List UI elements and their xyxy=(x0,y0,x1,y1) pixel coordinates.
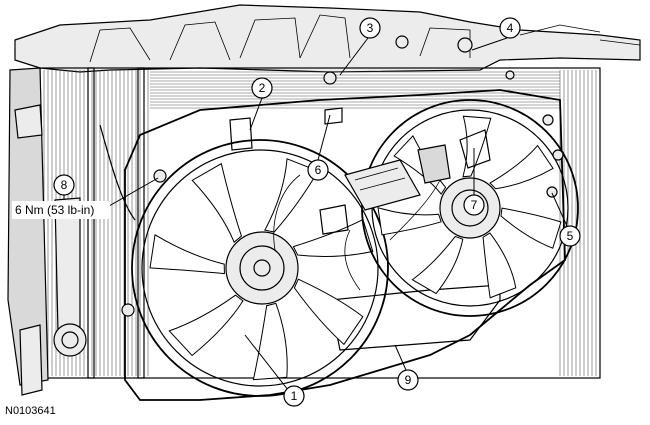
fan-blade xyxy=(482,232,517,299)
torque-spec-label: 6 Nm (53 lb-in) xyxy=(15,203,94,217)
svg-text:3: 3 xyxy=(367,21,374,35)
svg-text:7: 7 xyxy=(471,198,478,212)
figure-id-label: N0103641 xyxy=(5,405,56,417)
callout-9: 9 xyxy=(397,369,419,391)
fan-blade xyxy=(149,233,225,275)
fan-blade xyxy=(292,218,374,258)
callout-1: 1 xyxy=(283,385,305,407)
left-cooling-fan xyxy=(131,139,389,397)
fan-blade xyxy=(293,278,364,346)
upper-radiator-support xyxy=(14,4,641,73)
callout-8: 8 xyxy=(53,174,75,196)
svg-text:2: 2 xyxy=(259,81,266,95)
fan-blade xyxy=(252,302,288,381)
callout-3: 3 xyxy=(359,17,381,39)
fan-blade xyxy=(500,207,562,249)
fan-blade xyxy=(489,144,554,190)
svg-text:9: 9 xyxy=(405,373,412,387)
callout-7: 7 xyxy=(463,194,485,216)
svg-text:1: 1 xyxy=(291,389,298,403)
svg-text:8: 8 xyxy=(61,178,68,192)
fan-control-module xyxy=(99,107,491,291)
callout-5: 5 xyxy=(559,225,581,247)
leader-lines xyxy=(63,37,568,396)
fan-blade xyxy=(411,235,464,295)
svg-text:6: 6 xyxy=(315,163,322,177)
fan-blade xyxy=(462,115,492,178)
callout-4: 4 xyxy=(499,17,521,39)
callout-2: 2 xyxy=(251,77,273,99)
svg-text:4: 4 xyxy=(507,21,514,35)
svg-text:5: 5 xyxy=(567,229,574,243)
left-radiator-tank xyxy=(7,67,87,396)
fan-blade xyxy=(168,294,244,357)
fan-blade xyxy=(191,162,243,243)
callout-6: 6 xyxy=(307,159,329,181)
fan-blade xyxy=(377,206,442,236)
